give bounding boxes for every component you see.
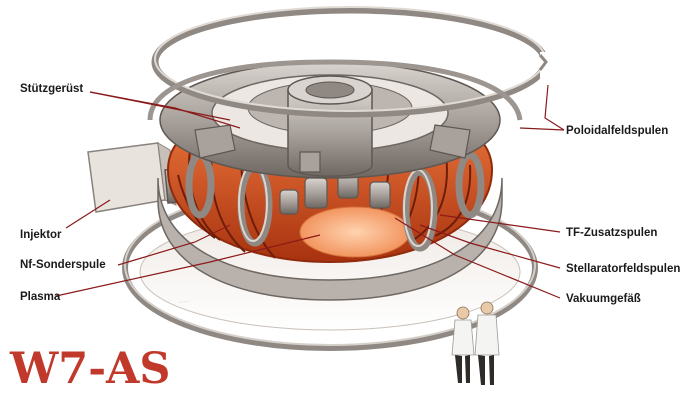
label-nf-sonderspule: Nf-Sonderspule — [20, 258, 106, 272]
label-stellaratorfeldspulen: Stellaratorfeldspulen — [566, 262, 680, 276]
figure-left — [452, 307, 474, 383]
label-injektor: Injektor — [20, 228, 62, 242]
label-stuetzgeruest: Stützgerüst — [20, 82, 83, 96]
label-plasma: Plasma — [20, 290, 60, 304]
injector-box — [88, 143, 165, 212]
central-column-bore — [306, 82, 354, 98]
leader-poloidal-top — [545, 85, 564, 130]
leader-injector — [66, 200, 110, 228]
label-tf-zusatzspulen: TF-Zusatzspulen — [566, 226, 657, 240]
label-vakuumgefaess: Vakuumgefäß — [566, 292, 641, 306]
plasma — [300, 207, 410, 257]
label-poloidalfeldspulen: Poloidalfeldspulen — [566, 124, 668, 138]
leader-poloidal-low — [520, 128, 564, 130]
diagram-title: W7-AS — [10, 345, 170, 393]
